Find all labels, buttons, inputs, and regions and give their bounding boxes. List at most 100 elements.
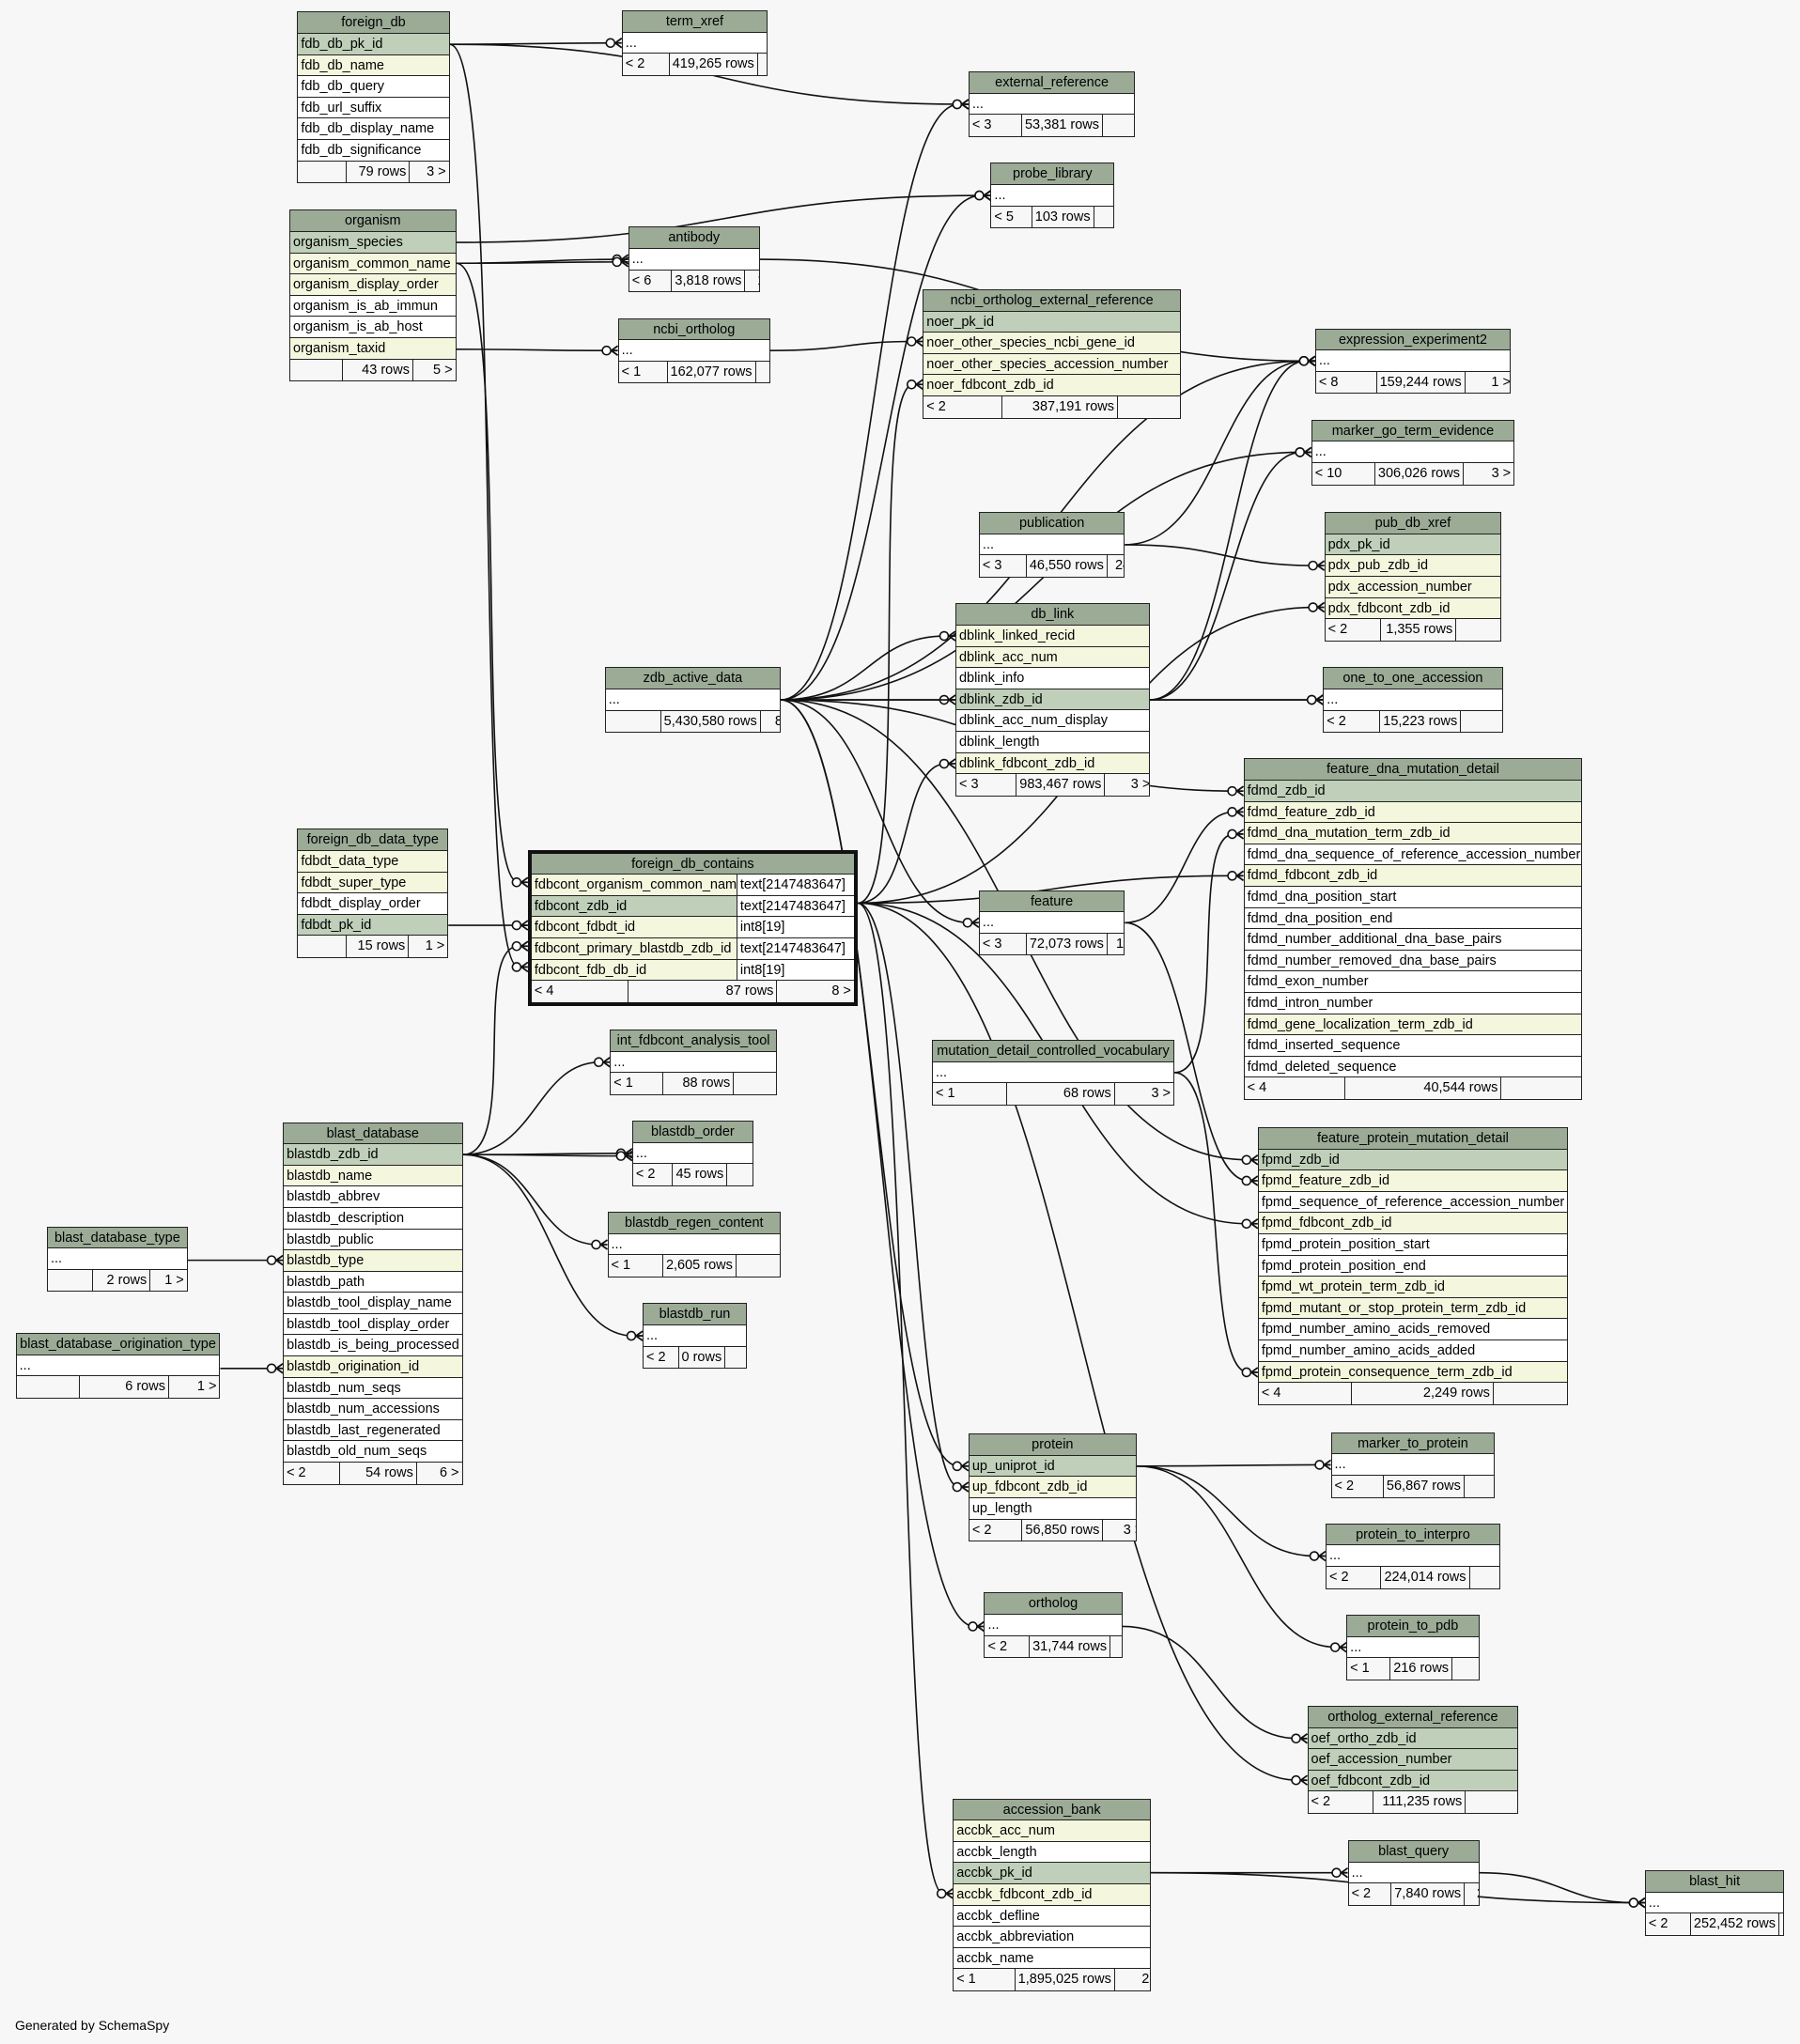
parents-link[interactable]	[48, 1270, 92, 1292]
column-row[interactable]: ...	[632, 1143, 753, 1165]
children-link[interactable]	[1116, 395, 1180, 418]
table-title[interactable]: pub_db_xref	[1325, 513, 1501, 534]
column-row[interactable]: accbk_name	[954, 1948, 1151, 1970]
column-row[interactable]: ...	[1311, 441, 1514, 463]
column-row[interactable]: accbk_length	[954, 1842, 1151, 1864]
parents-link[interactable]	[298, 162, 346, 183]
table-title[interactable]: zdb_active_data	[605, 668, 781, 689]
parents-link[interactable]: < 1	[956, 1972, 976, 1988]
parents-link[interactable]: < 1	[613, 1076, 633, 1092]
column-row[interactable]: dblink_acc_num_display	[955, 710, 1149, 732]
column-row[interactable]: dblink_info	[955, 668, 1149, 689]
table-mutation-detail-controlled-vocabulary[interactable]: mutation_detail_controlled_vocabulary...…	[931, 1040, 1175, 1106]
table-title[interactable]: probe_library	[991, 163, 1114, 186]
column-row[interactable]: fdb_db_name	[298, 54, 449, 77]
parents-link[interactable]: < 1	[935, 1086, 955, 1102]
column-row[interactable]: blastdb_name	[284, 1165, 462, 1187]
column-row[interactable]: blastdb_origination_id	[284, 1356, 462, 1378]
table-title[interactable]: db_link	[955, 604, 1149, 626]
column-row[interactable]: fpmd_number_amino_acids_removed	[1258, 1319, 1568, 1341]
children-link[interactable]: 1 >	[756, 54, 767, 75]
table-title[interactable]: feature_protein_mutation_detail	[1258, 1128, 1568, 1150]
parents-link[interactable]: < 2	[1648, 1916, 1668, 1932]
column-row[interactable]: pdx_fdbcont_zdb_id	[1325, 597, 1501, 620]
column-row[interactable]: blastdb_num_accessions	[284, 1399, 462, 1420]
column-row[interactable]: accbk_pk_id	[954, 1863, 1151, 1884]
parents-link[interactable]: < 5	[994, 209, 1014, 225]
parents-link[interactable]: < 2	[287, 1465, 306, 1481]
column-row[interactable]: fdmd_fdbcont_zdb_id	[1244, 865, 1582, 888]
children-link[interactable]: 3 >	[409, 161, 448, 183]
children-link[interactable]: 3 >	[1102, 1519, 1136, 1541]
table-title[interactable]: term_xref	[622, 11, 768, 33]
column-row[interactable]: noer_other_species_ncbi_gene_id	[923, 333, 1180, 354]
column-row[interactable]: up_uniprot_id	[969, 1455, 1136, 1478]
column-row[interactable]: blastdb_num_seqs	[284, 1378, 462, 1400]
parents-link[interactable]: < 10	[1314, 465, 1342, 481]
column-row[interactable]: blastdb_type	[284, 1250, 462, 1272]
parents-link[interactable]: < 2	[1327, 622, 1348, 638]
children-link[interactable]	[1101, 115, 1134, 137]
column-row[interactable]: ...	[1324, 689, 1502, 711]
column-row[interactable]: ...	[1315, 350, 1510, 372]
column-row[interactable]: fdmd_exon_number	[1244, 971, 1582, 993]
column-row[interactable]: ...	[608, 1234, 781, 1256]
children-link[interactable]	[1492, 1383, 1567, 1404]
parents-link[interactable]: < 2	[635, 1167, 656, 1183]
column-row[interactable]: organism_display_order	[290, 274, 456, 296]
table-title[interactable]: foreign_db_contains	[531, 853, 854, 875]
children-link[interactable]	[1460, 710, 1501, 733]
column-row[interactable]: fdb_db_query	[298, 76, 449, 98]
column-row[interactable]: ...	[979, 534, 1125, 556]
column-row[interactable]: fdbdt_pk_id	[298, 914, 448, 937]
column-row[interactable]: blastdb_tool_display_name	[284, 1293, 462, 1314]
column-row[interactable]: fdb_db_pk_id	[298, 34, 449, 55]
column-row[interactable]: blastdb_description	[284, 1208, 462, 1230]
children-link[interactable]	[1500, 1077, 1581, 1099]
column-row[interactable]: pdx_pk_id	[1325, 534, 1501, 556]
column-row[interactable]: dblink_linked_recid	[955, 625, 1149, 647]
parents-link[interactable]: < 4	[534, 983, 554, 999]
column-row[interactable]: organism_species	[290, 231, 456, 254]
parents-link[interactable]: < 2	[926, 398, 946, 414]
column-row[interactable]: noer_fdbcont_zdb_id	[923, 375, 1180, 396]
column-row[interactable]: ...	[605, 689, 781, 711]
table-title[interactable]: organism	[290, 210, 456, 232]
children-link[interactable]	[1455, 619, 1500, 641]
column-row[interactable]: fdb_url_suffix	[298, 98, 449, 119]
table-title[interactable]: feature_dna_mutation_detail	[1244, 759, 1582, 782]
table-title[interactable]: ortholog_external_reference	[1308, 1707, 1518, 1728]
children-link[interactable]: 5 >	[411, 359, 456, 381]
column-row[interactable]: oef_ortho_zdb_id	[1308, 1727, 1518, 1750]
column-row[interactable]: accbk_abbreviation	[954, 1927, 1151, 1948]
table-title[interactable]: protein	[969, 1434, 1136, 1456]
column-row[interactable]: ...	[628, 249, 759, 271]
parents-link[interactable]: < 3	[958, 777, 979, 793]
children-link[interactable]	[726, 1164, 753, 1185]
parents-link[interactable]: < 4	[1261, 1386, 1281, 1401]
column-row[interactable]: ...	[643, 1325, 746, 1347]
children-link[interactable]: 8 >	[776, 981, 853, 1002]
column-row[interactable]: fdmd_inserted_sequence	[1244, 1035, 1582, 1057]
column-row[interactable]: dblink_acc_num	[955, 646, 1149, 669]
column-row[interactable]: organism_is_ab_host	[290, 317, 456, 338]
column-row[interactable]: noer_pk_id	[923, 311, 1180, 333]
table-title[interactable]: protein_to_interpro	[1326, 1524, 1499, 1546]
column-row[interactable]: fdmd_dna_mutation_term_zdb_id	[1244, 823, 1582, 844]
table-title[interactable]: publication	[979, 513, 1125, 534]
